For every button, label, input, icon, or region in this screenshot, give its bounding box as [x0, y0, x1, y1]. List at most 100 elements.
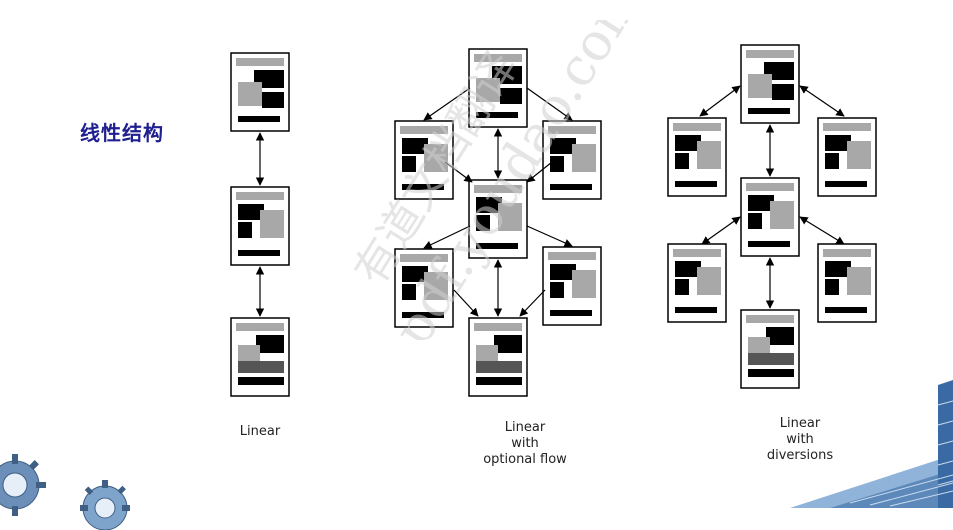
page-linear-2	[230, 186, 290, 266]
caption-line: with	[511, 436, 539, 451]
page-gray-block	[748, 74, 772, 98]
page-footer-bar	[675, 181, 717, 187]
page-header-block	[673, 249, 721, 257]
page-black-block	[748, 213, 762, 229]
page-header-block	[823, 249, 871, 257]
caption-line: optional flow	[483, 452, 567, 467]
page-header-block	[262, 323, 284, 331]
page-optional-center	[468, 179, 528, 259]
page-black-block	[675, 135, 701, 151]
page-optional-left-1	[394, 120, 454, 200]
page-header-block	[772, 315, 794, 323]
page-header-block	[474, 185, 522, 193]
page-gray-block	[697, 267, 721, 295]
page-footer-bar	[748, 369, 794, 377]
page-black-block	[766, 327, 794, 345]
page-optional-left-2	[394, 248, 454, 328]
building-decoration-icon	[790, 380, 953, 508]
page-footer-bar	[402, 312, 444, 318]
page-gray-block	[476, 345, 498, 361]
page-optional-right-2	[542, 246, 602, 326]
page-gray-block	[498, 203, 522, 231]
page-black-block	[825, 135, 851, 151]
page-header-block	[548, 252, 596, 260]
gear-decoration-icon	[80, 480, 130, 530]
page-footer-bar	[476, 243, 518, 249]
page-gray-block	[572, 270, 596, 298]
page-footer-bar	[675, 307, 717, 313]
page-header-block	[400, 126, 448, 134]
page-diversions-left-1	[667, 117, 727, 197]
page-gray-block	[238, 82, 262, 106]
page-header-block	[548, 126, 596, 134]
page-footer-bar	[550, 310, 592, 316]
structure-diagram	[230, 44, 877, 397]
arrow	[519, 289, 546, 317]
caption-line: Linear	[504, 420, 546, 435]
arrow	[526, 225, 573, 247]
page-header-block	[236, 58, 284, 66]
page-header-block	[474, 323, 522, 331]
page-header-block	[400, 254, 448, 262]
page-gray-block	[424, 144, 448, 172]
page-black-block	[402, 156, 416, 172]
arrow	[423, 225, 471, 249]
page-gray-block	[424, 272, 448, 300]
page-black-block	[402, 266, 428, 282]
arrow	[526, 161, 553, 183]
bidirectional-arrow	[701, 216, 741, 245]
page-header-block	[746, 183, 794, 191]
caption-linear: Linear	[220, 424, 300, 440]
page-gray-block	[260, 210, 284, 238]
page-gray-block	[847, 267, 871, 295]
page-footer-bar	[748, 241, 790, 247]
caption-line: with	[786, 432, 814, 447]
page-optional-bottom	[468, 317, 528, 397]
caption-linear-with-optional-flow: Linear with optional flow	[450, 420, 600, 468]
page-diversions-center	[740, 177, 800, 257]
bidirectional-arrow	[799, 216, 845, 245]
page-header-block	[673, 123, 721, 131]
page-gray-block	[770, 201, 794, 229]
page-black-block	[825, 153, 839, 169]
caption-line: diversions	[766, 448, 834, 463]
page-black-block	[748, 195, 774, 211]
page-footer-bar	[402, 184, 444, 190]
page-footer-bar	[825, 181, 867, 187]
slide-title: 线性结构	[80, 121, 164, 145]
page-footer-bar	[238, 377, 284, 385]
page-black-block	[238, 204, 264, 220]
page-black-block	[675, 279, 689, 295]
arrow	[444, 161, 473, 183]
page-black-block	[550, 156, 564, 172]
arrow	[423, 87, 471, 121]
page-diversions-top	[740, 44, 800, 124]
page-black-block	[494, 335, 522, 353]
page-footer-bar	[748, 108, 790, 114]
bidirectional-arrow	[699, 85, 741, 117]
caption-linear-with-diversions: Linear with diversions	[725, 416, 875, 464]
page-linear-1	[230, 52, 290, 132]
page-optional-right-1	[542, 120, 602, 200]
page-black-block	[772, 84, 794, 100]
page-header-block	[746, 315, 768, 323]
page-diversions-right-1	[817, 117, 877, 197]
page-black-block	[238, 222, 252, 238]
page-header-block	[236, 323, 258, 331]
page-black-block	[550, 264, 576, 280]
page-black-block	[825, 261, 851, 277]
page-black-block	[825, 279, 839, 295]
page-diversions-right-2	[817, 243, 877, 323]
page-header-block	[474, 323, 496, 331]
page-footer-bar	[238, 116, 280, 122]
page-black-block	[256, 335, 284, 353]
page-header-block	[236, 323, 284, 331]
page-footer-bar	[825, 307, 867, 313]
page-optional-top	[468, 48, 528, 128]
gear-decoration-icon	[0, 454, 46, 516]
page-dark-block	[748, 353, 794, 365]
page-black-block	[550, 138, 576, 154]
page-diversions-bottom	[740, 309, 800, 389]
page-gray-block	[572, 144, 596, 172]
caption-line: Linear	[779, 416, 821, 431]
